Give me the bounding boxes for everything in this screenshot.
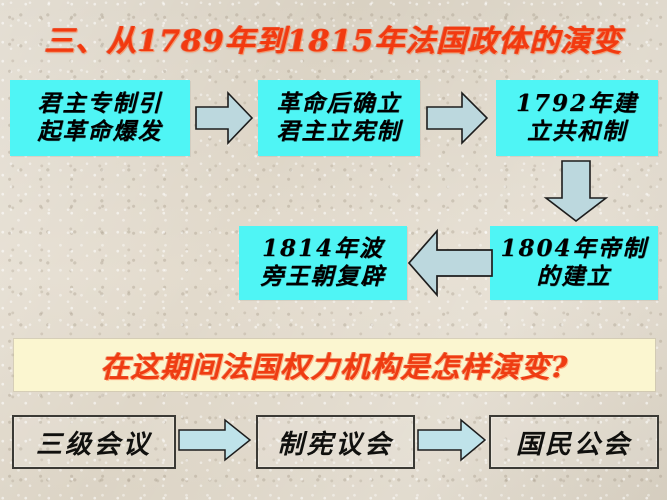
question-banner: 在这期间法国权力机构是怎样演变?: [14, 339, 655, 391]
flow-box-monarchy-line2: 起革命爆发: [37, 118, 163, 145]
institution-box-national-constituent-assembly[interactable]: 制宪议会: [256, 415, 415, 469]
flow-box-constmon-line2: 君主立宪制: [276, 118, 402, 145]
arrow-right-icon: [195, 91, 253, 145]
flow-box-empire-line1: 1804年帝制: [500, 234, 648, 262]
institution-box-estates-label: 三级会议: [35, 429, 152, 460]
arrow-down-republic-to-empire: [543, 160, 609, 222]
institution-box-national-label: 制宪议会: [277, 429, 394, 460]
flow-box-constitutional-monarchy[interactable]: 革命后确立 君主立宪制: [258, 80, 420, 156]
flow-box-bourbon-line2: 旁王朝复辟: [260, 263, 386, 290]
flow-box-monarchy[interactable]: 君主专制引 起革命爆发: [10, 80, 190, 156]
arrow-right-icon: [178, 418, 252, 462]
arrow-right-constmon-to-republic: [426, 89, 488, 147]
page-title: 三、从1789年到1815年法国政体的演变: [44, 24, 623, 59]
arrow-right-monarchy-to-constmon: [195, 89, 253, 147]
flow-box-constmon-line1: 革命后确立: [276, 89, 402, 117]
arrow-right-national-to-convention: [417, 418, 487, 462]
flow-box-empire-line2: 的建立: [536, 263, 612, 290]
flow-box-republic-line1: 1792年建: [515, 89, 638, 117]
question-text: 在这期间法国权力机构是怎样演变?: [100, 350, 569, 384]
arrow-right-estates-to-national: [178, 418, 252, 462]
flow-box-republic[interactable]: 1792年建 立共和制: [496, 80, 658, 156]
flow-box-empire[interactable]: 1804年帝制 的建立: [490, 226, 658, 300]
arrow-right-icon: [417, 418, 487, 462]
institution-box-national-convention[interactable]: 国民公会: [489, 415, 659, 469]
flow-box-republic-line2: 立共和制: [527, 118, 627, 145]
flow-box-bourbon-restoration[interactable]: 1814年波 旁王朝复辟: [239, 226, 407, 300]
arrow-left-icon: [407, 228, 493, 298]
arrow-down-icon: [543, 160, 609, 222]
flow-box-monarchy-line1: 君主专制引: [37, 89, 163, 117]
arrow-right-icon: [426, 91, 488, 145]
institution-box-convention-label: 国民公会: [515, 429, 632, 460]
institution-box-estates-general[interactable]: 三级会议: [12, 415, 176, 469]
flow-box-bourbon-line1: 1814年波: [261, 234, 384, 262]
arrow-left-empire-to-bourbon: [407, 226, 493, 300]
